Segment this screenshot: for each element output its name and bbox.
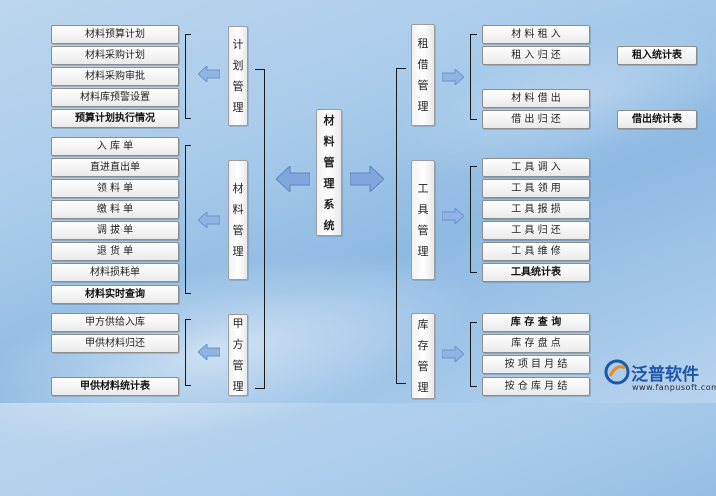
group-material-management[interactable]: 材 料 管 理 (228, 160, 248, 280)
group-owner-management[interactable]: 甲 方 管 理 (228, 314, 248, 396)
item-inventory-query[interactable]: 库 存 查 询 (482, 313, 590, 332)
item-warning-settings[interactable]: 材料库预警设置 (51, 88, 179, 107)
group-tool-management[interactable]: 工 具 管 理 (411, 160, 435, 280)
item-direct-in-out[interactable]: 直进直出单 (51, 158, 179, 177)
group-char: 管 (417, 79, 429, 92)
item-requisition[interactable]: 领 料 单 (51, 179, 179, 198)
logo-url: www.fanpusoft.com (632, 383, 716, 392)
center-system-box[interactable]: 材 料 管 理 系 统 (316, 109, 342, 236)
report-lease-in[interactable]: 租入统计表 (617, 46, 697, 65)
group-char: 理 (417, 381, 429, 394)
item-tool-issue[interactable]: 工 具 领 用 (482, 179, 590, 198)
item-tool-damage[interactable]: 工 具 报 损 (482, 200, 590, 219)
item-monthly-by-project[interactable]: 按 项 目 月 结 (482, 355, 590, 374)
arrow-left-icon (198, 212, 220, 228)
group-char: 管 (417, 224, 429, 237)
group-char: 理 (232, 380, 244, 393)
group-char: 理 (232, 101, 244, 114)
group-char: 存 (417, 339, 429, 352)
item-lease-in[interactable]: 材 料 租 入 (482, 25, 590, 44)
arrow-right-icon (442, 208, 464, 224)
group-char: 计 (232, 38, 244, 51)
group-char: 甲 (232, 317, 244, 330)
item-inventory-count[interactable]: 库 存 盘 点 (482, 334, 590, 353)
item-budget-plan[interactable]: 材料预算计划 (51, 25, 179, 44)
item-tool-report[interactable]: 工具统计表 (482, 263, 590, 282)
item-material-loss[interactable]: 材料损耗单 (51, 263, 179, 282)
logo-icon (604, 359, 630, 385)
logo-name: 泛普软件 (631, 365, 699, 385)
item-monthly-by-warehouse[interactable]: 按 仓 库 月 结 (482, 377, 590, 396)
center-char: 统 (323, 218, 335, 232)
item-owner-supply-report[interactable]: 甲供材料统计表 (51, 377, 179, 396)
item-tool-transfer-in[interactable]: 工 具 调 入 (482, 158, 590, 177)
item-transfer[interactable]: 调 拔 单 (51, 221, 179, 240)
group-char: 理 (232, 245, 244, 258)
group-plan-management[interactable]: 计 划 管 理 (228, 26, 248, 126)
item-lend-out-return[interactable]: 借 出 归 还 (482, 110, 590, 129)
arrow-left-icon (198, 344, 220, 360)
arrow-right-icon (442, 69, 464, 85)
group-char: 管 (417, 360, 429, 373)
item-purchase-approval[interactable]: 材料采购审批 (51, 67, 179, 86)
center-char: 管 (323, 155, 335, 169)
item-material-return[interactable]: 缴 料 单 (51, 200, 179, 219)
group-char: 料 (232, 203, 244, 216)
arrow-right-icon (350, 166, 384, 192)
group-char: 方 (232, 338, 244, 351)
group-char: 管 (232, 80, 244, 93)
item-realtime-query[interactable]: 材料实时查询 (51, 285, 179, 304)
item-lease-in-return[interactable]: 租 入 归 还 (482, 46, 590, 65)
item-tool-return[interactable]: 工 具 归 还 (482, 221, 590, 240)
group-char: 理 (417, 245, 429, 258)
center-char: 材 (323, 113, 335, 127)
group-lease-management[interactable]: 租 借 管 理 (411, 24, 435, 126)
item-inbound-order[interactable]: 入 库 单 (51, 137, 179, 156)
center-char: 理 (323, 176, 335, 190)
item-owner-supply-return[interactable]: 甲供材料归还 (51, 334, 179, 353)
item-lend-out[interactable]: 材 料 借 出 (482, 89, 590, 108)
arrow-left-icon (198, 66, 220, 82)
group-char: 管 (232, 359, 244, 372)
group-char: 理 (417, 100, 429, 113)
report-lend-out[interactable]: 借出统计表 (617, 110, 697, 129)
group-char: 具 (417, 203, 429, 216)
group-char: 租 (417, 37, 429, 50)
group-char: 工 (417, 182, 429, 195)
group-inventory-management[interactable]: 库 存 管 理 (411, 313, 435, 399)
item-purchase-plan[interactable]: 材料采购计划 (51, 46, 179, 65)
brand-logo: 泛普软件 www.fanpusoft.com (604, 356, 716, 402)
group-char: 材 (232, 182, 244, 195)
group-char: 库 (417, 318, 429, 331)
center-char: 料 (323, 134, 335, 148)
arrow-right-icon (442, 346, 464, 362)
group-char: 借 (417, 58, 429, 71)
item-return-goods[interactable]: 退 货 单 (51, 242, 179, 261)
item-tool-repair[interactable]: 工 具 维 修 (482, 242, 590, 261)
item-budget-execution[interactable]: 预算计划执行情况 (51, 109, 179, 128)
item-owner-supply-in[interactable]: 甲方供给入库 (51, 313, 179, 332)
group-char: 管 (232, 224, 244, 237)
arrow-left-icon (276, 166, 310, 192)
group-char: 划 (232, 59, 244, 72)
center-char: 系 (323, 197, 335, 211)
